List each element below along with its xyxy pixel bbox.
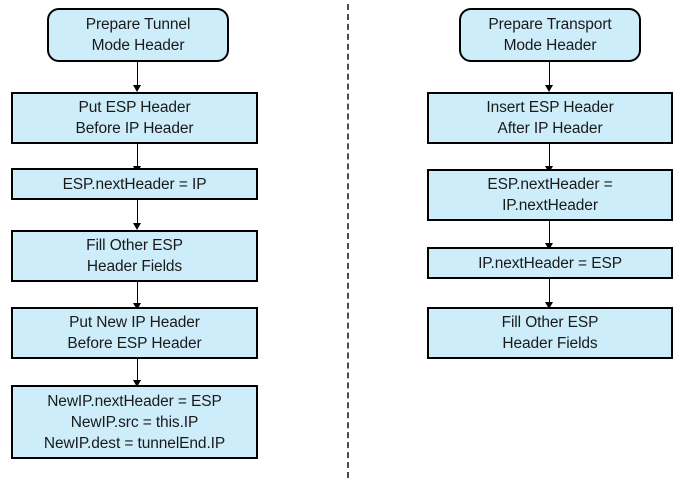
node-text-line: NewIP.dest = tunnelEnd.IP — [43, 434, 226, 452]
node-text-line: NewIP.nextHeader = ESP — [47, 392, 222, 410]
connector-left-3 — [137, 200, 138, 226]
node-text-line: ESP.nextHeader = IP — [62, 175, 207, 193]
node-text-line: Fill Other ESP — [86, 237, 183, 254]
node-text-line: Mode Header — [91, 37, 185, 54]
connector-left-1 — [137, 62, 138, 88]
node-left-step-2: ESP.nextHeader = IP — [11, 168, 258, 200]
connector-right-4 — [549, 279, 550, 305]
connector-right-1 — [549, 62, 550, 88]
node-text-line: Insert ESP Header — [486, 99, 614, 116]
arrowhead-right-4 — [545, 302, 553, 309]
node-left-step-3: Fill Other ESP Header Fields — [11, 230, 258, 282]
node-right-step-4: Fill Other ESP Header Fields — [427, 307, 673, 359]
node-text-line: Fill Other ESP — [501, 314, 599, 331]
node-left-step-5-text: NewIP.nextHeader = ESP NewIP.src = this.… — [13, 391, 256, 454]
arrowhead-left-4 — [133, 303, 141, 310]
node-left-step-1: Put ESP Header Before IP Header — [11, 92, 258, 144]
arrowhead-right-1 — [545, 85, 553, 92]
node-left-step-5: NewIP.nextHeader = ESP NewIP.src = this.… — [11, 385, 258, 459]
node-text-line: Put ESP Header — [78, 99, 191, 116]
node-left-start-text: Prepare Tunnel Mode Header — [49, 14, 227, 56]
node-right-step-3: IP.nextHeader = ESP — [427, 247, 673, 279]
node-text-line: After IP Header — [497, 120, 603, 137]
node-left-step-4: Put New IP Header Before ESP Header — [11, 307, 258, 359]
node-text-line: IP.nextHeader = ESP — [478, 254, 622, 272]
node-right-start: Prepare Transport Mode Header — [459, 8, 641, 62]
node-left-step-2-text: ESP.nextHeader = IP — [13, 174, 256, 195]
connector-right-2 — [549, 144, 550, 169]
column-divider — [347, 4, 349, 478]
node-text-line: Before IP Header — [75, 120, 194, 137]
node-text-line: IP.nextHeader — [502, 197, 598, 214]
node-text-line: Before ESP Header — [67, 335, 202, 352]
arrowhead-left-5 — [133, 380, 141, 387]
node-left-step-1-text: Put ESP Header Before IP Header — [13, 97, 256, 139]
node-text-line: Put New IP Header — [69, 314, 200, 331]
node-right-step-2-text: ESP.nextHeader = IP.nextHeader — [429, 174, 671, 216]
node-text-line: NewIP.src = this.IP — [70, 413, 199, 431]
arrowhead-right-3 — [545, 243, 553, 250]
node-text-line: Header Fields — [502, 335, 598, 352]
node-left-step-3-text: Fill Other ESP Header Fields — [13, 235, 256, 277]
arrowhead-left-1 — [133, 85, 141, 92]
connector-right-3 — [549, 221, 550, 246]
node-left-step-4-text: Put New IP Header Before ESP Header — [13, 312, 256, 354]
node-text-line: Header Fields — [86, 258, 183, 275]
node-text-line: Mode Header — [503, 37, 597, 54]
connector-left-4 — [137, 282, 138, 306]
node-text-line: ESP.nextHeader = — [487, 176, 613, 193]
arrowhead-left-3 — [133, 223, 141, 230]
connector-left-2 — [137, 144, 138, 169]
node-right-step-1-text: Insert ESP Header After IP Header — [429, 97, 671, 139]
node-text-line: Prepare Tunnel — [85, 16, 191, 33]
node-right-step-1: Insert ESP Header After IP Header — [427, 92, 673, 144]
node-right-step-4-text: Fill Other ESP Header Fields — [429, 312, 671, 354]
node-right-start-text: Prepare Transport Mode Header — [461, 14, 639, 56]
node-left-start: Prepare Tunnel Mode Header — [47, 8, 229, 62]
connector-left-5 — [137, 359, 138, 383]
node-text-line: Prepare Transport — [488, 16, 612, 33]
node-right-step-3-text: IP.nextHeader = ESP — [429, 253, 671, 274]
node-right-step-2: ESP.nextHeader = IP.nextHeader — [427, 169, 673, 221]
